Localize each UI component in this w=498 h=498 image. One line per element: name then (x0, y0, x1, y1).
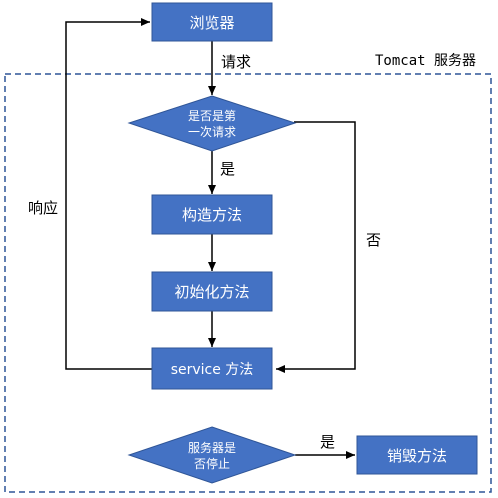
edge-service-response-to-browser (65, 18, 152, 370)
node-decision-first-request-line1: 是否是第 (188, 109, 236, 123)
node-decision-shutdown-line1: 服务器是 (188, 440, 236, 455)
node-decision-shutdown-line2: 否停止 (194, 456, 230, 471)
node-decision-shutdown: 服务器是 否停止 (127, 426, 297, 484)
node-destroy-label: 销毁方法 (387, 447, 447, 465)
edge-decision-no-to-service (276, 121, 356, 373)
tomcat-container (4, 73, 492, 493)
node-init: 初始化方法 (151, 271, 273, 312)
edge-label-no-first: 否 (366, 231, 381, 249)
edge-label-yes-shutdown: 是 (320, 433, 335, 451)
node-destroy: 销毁方法 (356, 435, 478, 475)
node-constructor-label: 构造方法 (182, 206, 242, 224)
node-service-label: service 方法 (171, 362, 254, 378)
edge-label-yes-first: 是 (220, 160, 235, 178)
edge-label-response: 响应 (28, 199, 58, 217)
node-service: service 方法 (151, 347, 273, 390)
node-browser-label: 浏览器 (189, 14, 234, 32)
node-init-label: 初始化方法 (174, 283, 249, 301)
edge-label-request: 请求 (221, 53, 251, 71)
node-constructor: 构造方法 (151, 194, 273, 235)
node-decision-first-request-line2: 一次请求 (188, 125, 236, 139)
node-browser: 浏览器 (151, 2, 273, 42)
tomcat-container-label: Tomcat 服务器 (375, 53, 476, 69)
node-decision-first-request: 是否是第 一次请求 (127, 95, 297, 152)
